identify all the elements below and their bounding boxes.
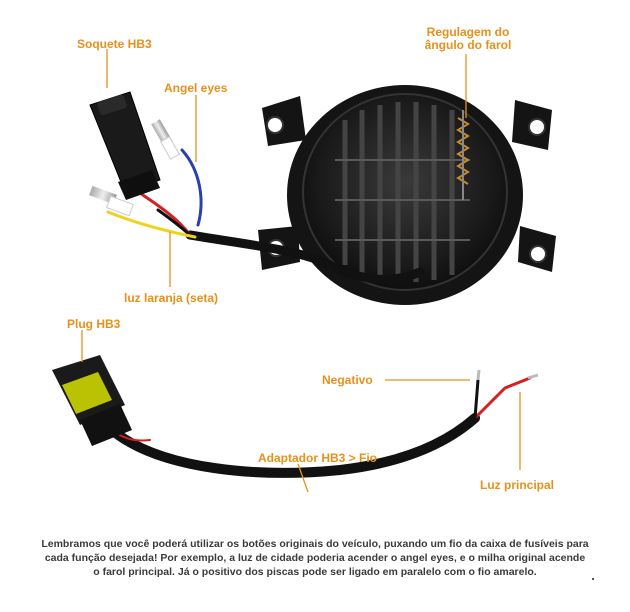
caption-line-1: Lembramos que você poderá utilizar os bo…	[41, 538, 589, 550]
label-regulagem-line2: ângulo do farol	[424, 38, 512, 52]
label-regulagem-line1: Regulagem do	[426, 25, 510, 39]
label-angel-eyes: Angel eyes	[164, 81, 228, 95]
label-adaptador: Adaptador HB3 > Fio	[258, 451, 378, 465]
wire-tip-negative	[476, 369, 481, 381]
spade-terminals	[89, 119, 181, 217]
leader-lines	[81, 49, 521, 493]
label-plug-hb3: Plug HB3	[67, 317, 121, 331]
label-luz-laranja: luz laranja (seta)	[124, 291, 219, 305]
wire-tip-positive	[527, 373, 539, 380]
label-soquete-hb3: Soquete HB3	[77, 37, 152, 51]
caption-line-3: o farol principal. Já o positivo dos pis…	[93, 566, 537, 578]
adapter-cable	[107, 376, 532, 478]
caption-text: Lembramos que você poderá utilizar os bo…	[20, 537, 610, 579]
plug-hb3-connector	[52, 355, 132, 446]
label-negativo: Negativo	[322, 373, 373, 387]
label-luz-principal: Luz principal	[480, 478, 555, 492]
socket-hb3-connector	[89, 91, 161, 200]
label-regulagem: Regulagem do ângulo do farol	[420, 26, 516, 52]
heatsink-fins	[342, 102, 455, 282]
stray-dot	[592, 578, 594, 580]
caption-line-2: cada função desejada! Por exemplo, a luz…	[44, 552, 586, 564]
